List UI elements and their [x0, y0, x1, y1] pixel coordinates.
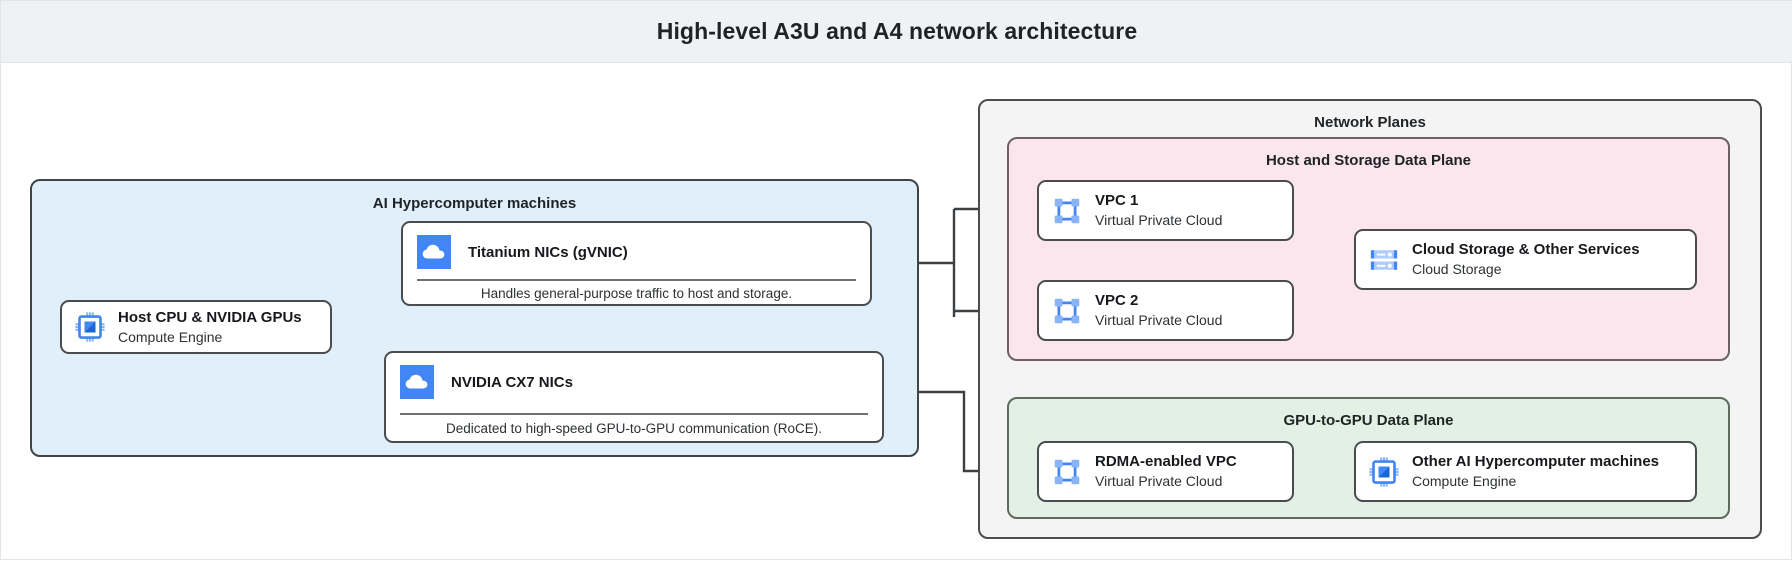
nic-title: Titanium NICs (gVNIC) — [468, 243, 628, 261]
node-text: Host CPU & NVIDIA GPUs Compute Engine — [118, 308, 302, 347]
node-title: Cloud Storage & Other Services — [1412, 241, 1640, 258]
network-planes-title: Network Planes — [1314, 114, 1426, 131]
node-subtitle: Compute Engine — [118, 328, 223, 345]
nic-description: Handles general-purpose traffic to host … — [480, 286, 793, 301]
node-other-ai-hypercomputer-machines[interactable]: Other AI Hypercomputer machines Compute … — [1354, 441, 1697, 502]
node-subtitle: Virtual Private Cloud — [1095, 473, 1223, 489]
node-rdma-enabled-vpc[interactable]: RDMA-enabled VPC Virtual Private Cloud — [1037, 441, 1294, 502]
node-title: VPC 1 — [1095, 192, 1139, 209]
divider — [400, 413, 868, 415]
node-subtitle: Virtual Private Cloud — [1095, 312, 1223, 328]
gpu-plane-title: GPU-to-GPU Data Plane — [1283, 412, 1454, 429]
nic-description: Dedicated to high-speed GPU-to-GPU commu… — [446, 421, 822, 436]
nic-header: NVIDIA CX7 NICs — [400, 365, 868, 399]
cloud-icon — [417, 235, 451, 269]
node-text: RDMA-enabled VPC Virtual Private Cloud — [1095, 452, 1237, 491]
node-titanium-nics[interactable]: Titanium NICs (gVNIC) Handles general-pu… — [401, 221, 872, 306]
node-vpc-1[interactable]: VPC 1 Virtual Private Cloud — [1037, 180, 1294, 241]
vpc-icon — [1054, 459, 1080, 484]
vpc-icon — [1054, 298, 1080, 323]
node-title: RDMA-enabled VPC — [1095, 453, 1237, 470]
node-text: Other AI Hypercomputer machines Compute … — [1412, 452, 1659, 491]
divider — [417, 279, 856, 281]
node-text: VPC 1 Virtual Private Cloud — [1095, 191, 1222, 230]
cloud-icon — [400, 365, 434, 399]
host-plane-title: Host and Storage Data Plane — [1265, 152, 1472, 169]
vpc-icon — [1054, 198, 1080, 223]
machines-panel-title: AI Hypercomputer machines — [372, 195, 577, 212]
node-title: Host CPU & NVIDIA GPUs — [118, 308, 302, 326]
node-host-cpu-nvidia-gpus[interactable]: Host CPU & NVIDIA GPUs Compute Engine — [60, 300, 332, 354]
cloud-storage-icon — [1370, 249, 1398, 270]
cpu-chip-icon — [1369, 456, 1399, 487]
page-title: High-level A3U and A4 network architectu… — [656, 18, 1138, 44]
node-cloud-storage-other-services[interactable]: Cloud Storage & Other Services Cloud Sto… — [1354, 229, 1697, 290]
node-text: VPC 2 Virtual Private Cloud — [1095, 291, 1222, 330]
node-text: Cloud Storage & Other Services Cloud Sto… — [1412, 240, 1640, 279]
node-subtitle: Cloud Storage — [1412, 261, 1502, 277]
header-bar: High-level A3U and A4 network architectu… — [1, 1, 1792, 63]
nic-title: NVIDIA CX7 NICs — [451, 373, 573, 391]
node-nvidia-cx7-nics[interactable]: NVIDIA CX7 NICs Dedicated to high-speed … — [384, 351, 884, 443]
node-title: Other AI Hypercomputer machines — [1412, 453, 1660, 470]
cpu-chip-icon — [75, 312, 105, 342]
node-subtitle: Compute Engine — [1412, 473, 1517, 489]
node-vpc-2[interactable]: VPC 2 Virtual Private Cloud — [1037, 280, 1294, 341]
nic-header: Titanium NICs (gVNIC) — [417, 235, 856, 269]
node-title: VPC 2 — [1095, 292, 1139, 309]
node-subtitle: Virtual Private Cloud — [1095, 212, 1223, 228]
